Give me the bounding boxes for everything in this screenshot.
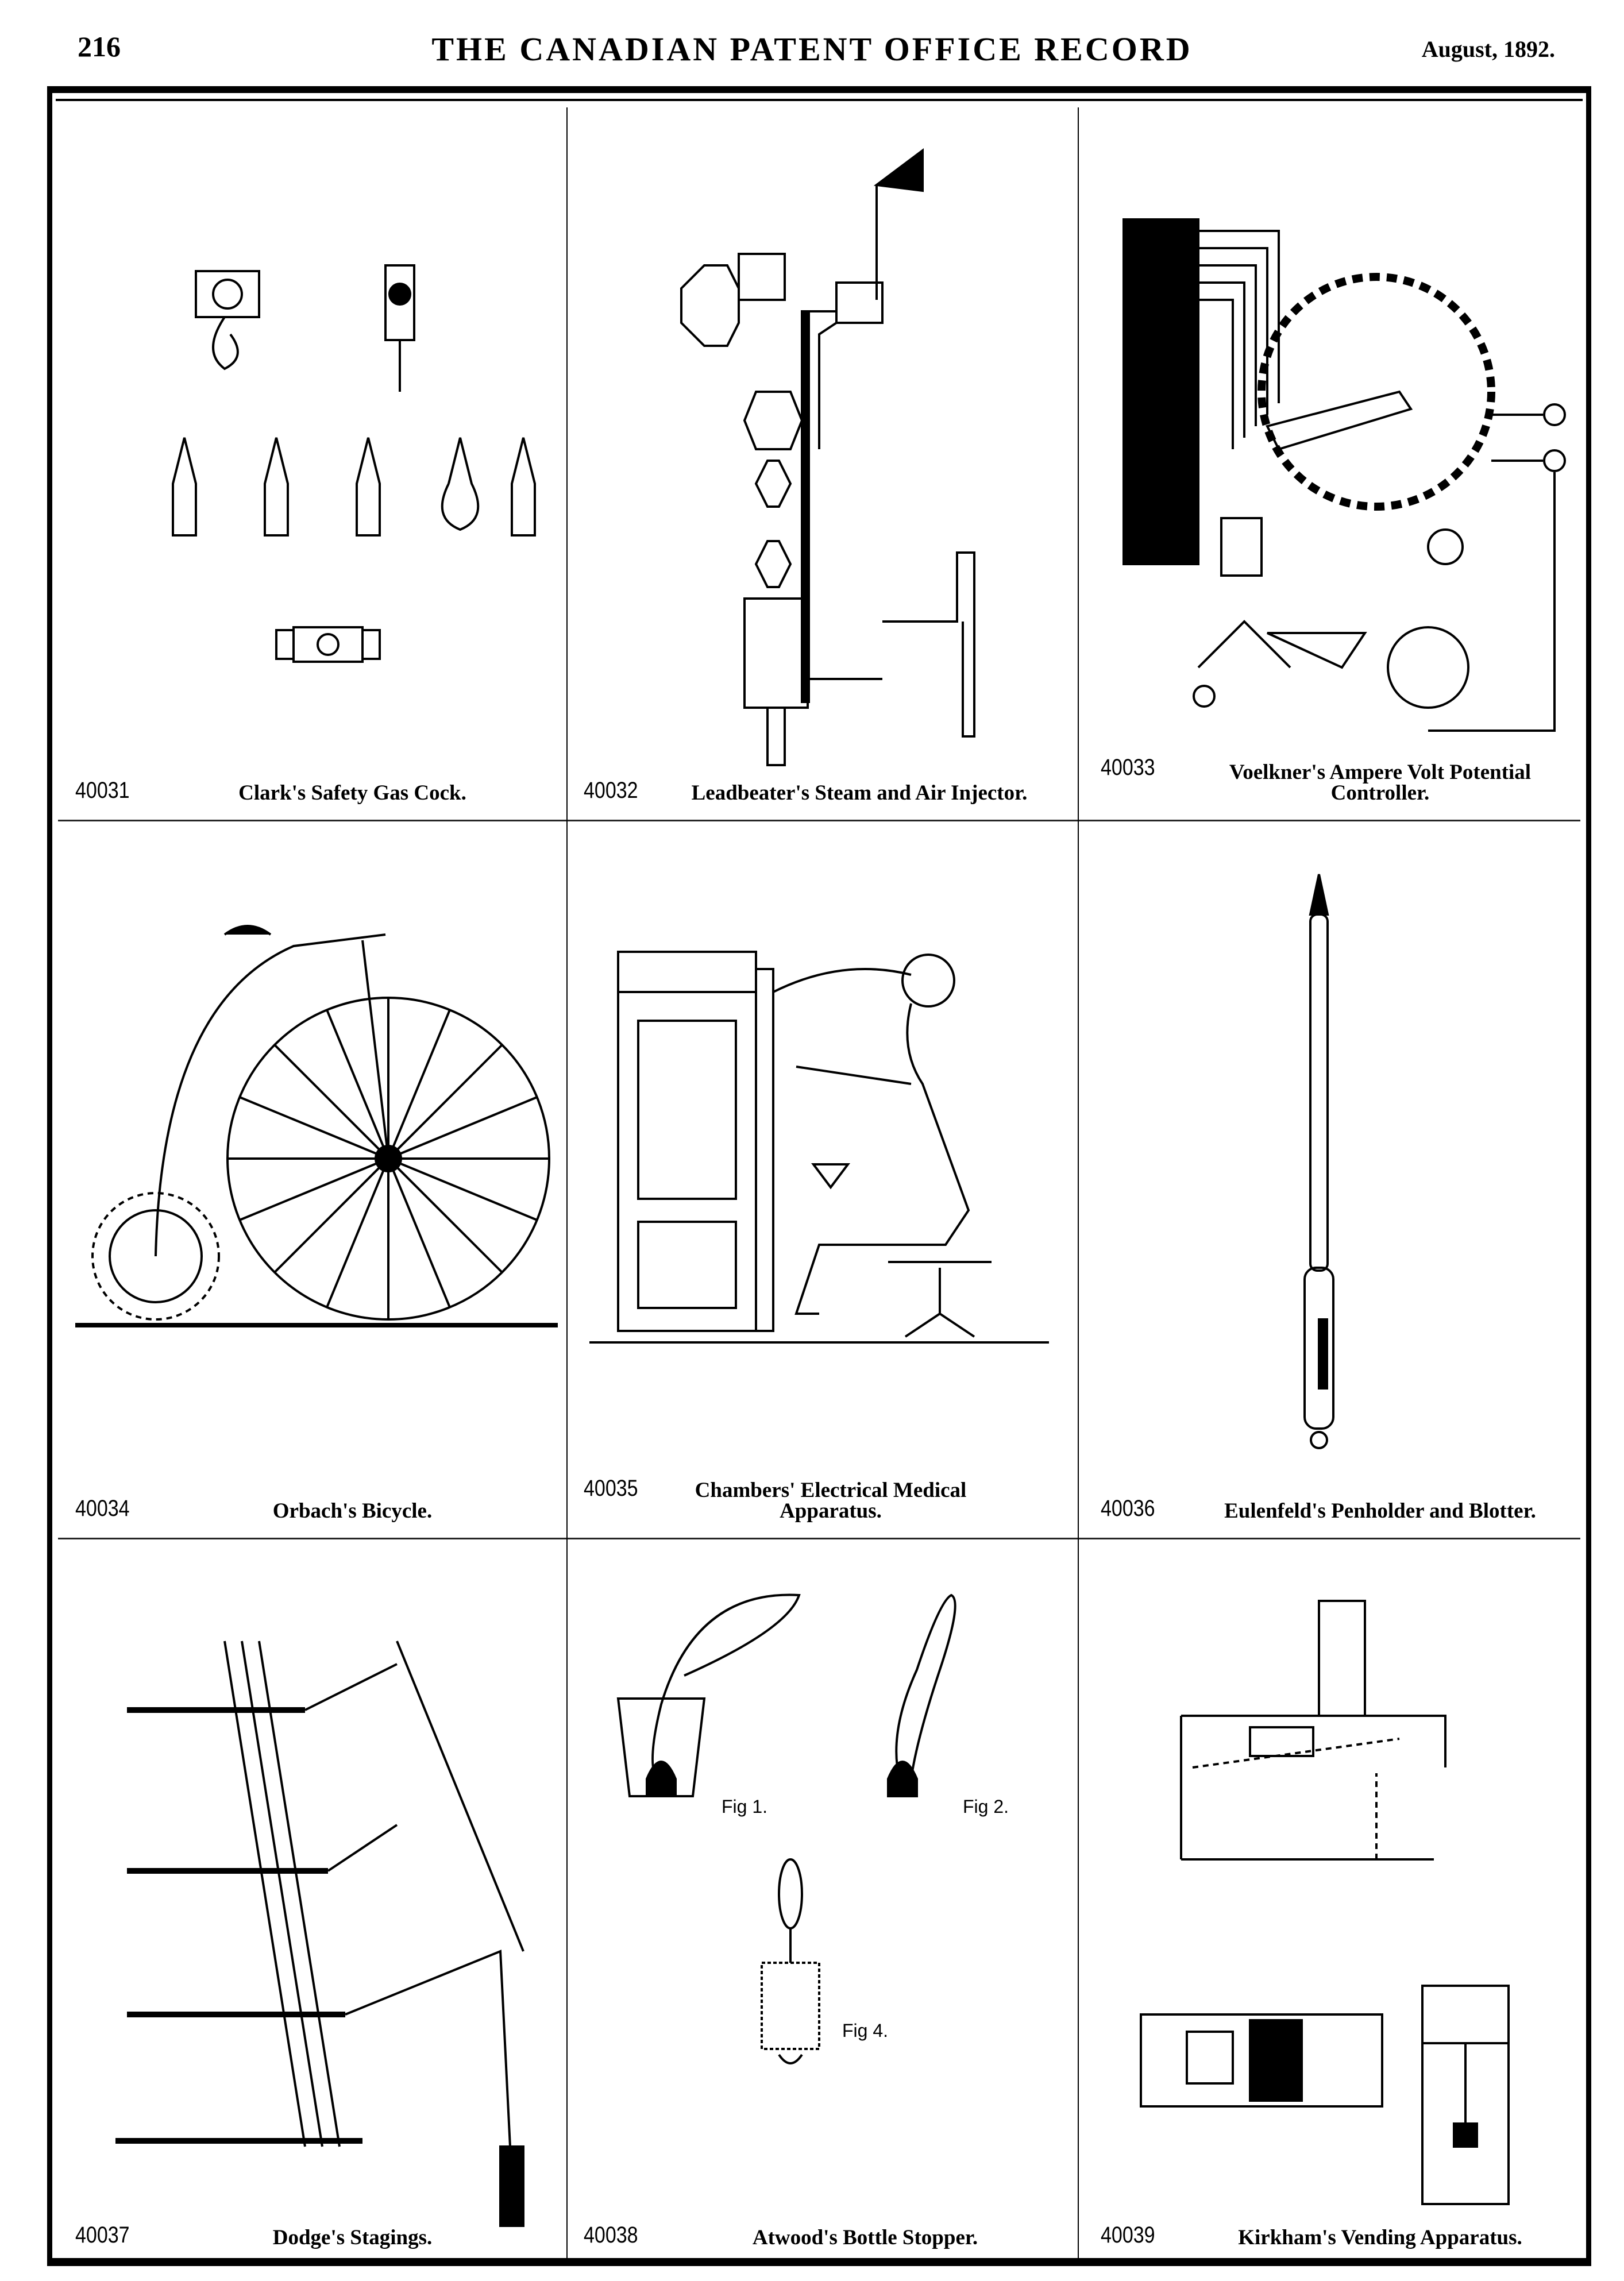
patent-caption: 40034 Orbach's Bicycle. [52, 1481, 566, 1527]
patent-title: Eulenfeld's Penholder and Blotter. [1224, 1499, 1536, 1523]
figure-label-2: Fig 2. [963, 1796, 1009, 1817]
patent-title: Clark's Safety Gas Cock. [238, 781, 466, 805]
patent-number: 40034 [75, 1496, 130, 1521]
issue-date: August, 1892. [1421, 36, 1555, 62]
controller-drawing [1122, 218, 1566, 732]
figure-label-4: Fig 4. [842, 2020, 889, 2041]
patent-cell-40038: Fig 1. Fig 2. Fig 4. 40038 Atwood's Bott… [566, 1538, 1078, 2264]
patent-number: 40035 [584, 1476, 638, 1501]
patent-caption: 40035 Chambers' Electrical Medical Appar… [566, 1470, 1078, 1527]
patent-cell-40034: 40034 Orbach's Bicycle. [52, 820, 566, 1538]
patent-number: 40036 [1101, 1496, 1155, 1521]
staging-drawing [115, 1641, 524, 2227]
medical-apparatus-drawing [589, 951, 1049, 1344]
page-number: 216 [78, 30, 121, 63]
patent-caption: 40033 Voelkner's Ampere Volt Potential C… [1078, 752, 1591, 809]
patent-number: 40033 [1101, 755, 1155, 780]
bicycle-drawing [75, 925, 558, 1327]
patent-cell-40036: 40036 Eulenfeld's Penholder and Blotter. [1078, 820, 1591, 1538]
patent-number: 40032 [584, 778, 638, 803]
patent-cell-40035: 40035 Chambers' Electrical Medical Appar… [566, 820, 1078, 1538]
patent-cell-40031: 40031 Clark's Safety Gas Cock. [52, 93, 566, 820]
patent-number: 40038 [584, 2222, 638, 2248]
patent-title: Dodge's Stagings. [272, 2226, 433, 2249]
patent-grid-frame: 40031 Clark's Safety Gas Cock. 40032 Lea… [47, 86, 1591, 2266]
patent-title: Orbach's Bicycle. [272, 1499, 433, 1523]
patent-title: Voelkner's Ampere Volt Potential Control… [1229, 761, 1532, 805]
patent-cell-40033: 40033 Voelkner's Ampere Volt Potential C… [1078, 93, 1591, 820]
patent-cell-40039: 40039 Kirkham's Vending Apparatus. [1078, 1538, 1591, 2264]
row-divider [58, 820, 1580, 821]
gas-cock-drawing [172, 264, 536, 663]
patent-caption: 40031 Clark's Safety Gas Cock. [52, 763, 566, 809]
patent-caption: 40032 Leadbeater's Steam and Air Injecto… [566, 763, 1078, 809]
patent-title: Atwood's Bottle Stopper. [752, 2226, 978, 2249]
patent-caption: 40037 Dodge's Stagings. [52, 2208, 566, 2254]
column-divider [1078, 107, 1079, 2258]
patent-cell-40037: 40037 Dodge's Stagings. [52, 1538, 566, 2264]
patent-number: 40031 [75, 778, 130, 803]
patent-cell-40032: 40032 Leadbeater's Steam and Air Injecto… [566, 93, 1078, 820]
injector-drawing [680, 148, 975, 766]
row-divider [58, 1538, 1580, 1539]
patent-title: Kirkham's Vending Apparatus. [1238, 2226, 1522, 2249]
patent-title: Chambers' Electrical Medical Apparatus. [695, 1479, 967, 1523]
penholder-drawing [1303, 874, 1334, 1449]
vending-apparatus-drawing [1140, 1600, 1510, 2205]
bottle-stopper-drawing [616, 1593, 956, 2064]
patent-caption: 40038 Atwood's Bottle Stopper. [566, 2208, 1078, 2254]
patent-caption: 40036 Eulenfeld's Penholder and Blotter. [1078, 1481, 1591, 1527]
patent-title: Leadbeater's Steam and Air Injector. [691, 781, 1028, 805]
patent-number: 40037 [75, 2222, 130, 2248]
patent-caption: 40039 Kirkham's Vending Apparatus. [1078, 2208, 1591, 2254]
figure-label-1: Fig 1. [722, 1796, 768, 1817]
publication-title: THE CANADIAN PATENT OFFICE RECORD [431, 30, 1193, 68]
column-divider [566, 107, 568, 2258]
patent-number: 40039 [1101, 2222, 1155, 2248]
